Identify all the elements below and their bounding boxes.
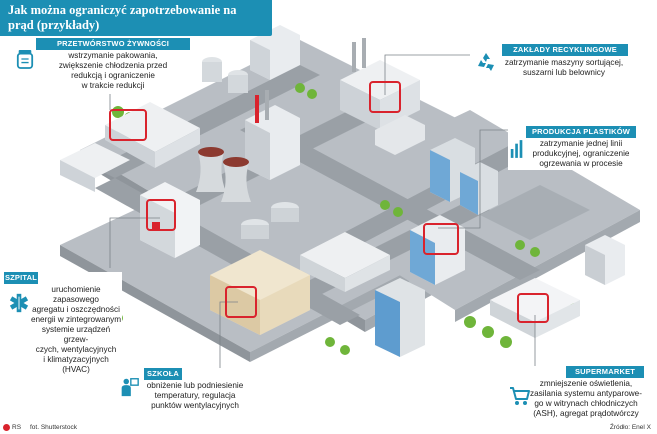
highlight-supermarket xyxy=(517,293,549,323)
highlight-school xyxy=(225,286,257,318)
food-jar-icon xyxy=(16,50,34,69)
highlight-frames xyxy=(109,81,549,323)
callout-text-line: suszarni lub belownicy xyxy=(523,68,605,77)
shopping-cart-icon xyxy=(510,387,530,405)
callout-text-line: zasilania systemu antyparowe- xyxy=(530,389,642,398)
buildings xyxy=(60,25,625,357)
callout-text-line: czych, wentylacyjnych xyxy=(35,345,117,354)
callout-text-line: temperatury, regulacja xyxy=(154,391,236,400)
callout-text-line: w trakcie redukcji xyxy=(81,81,145,90)
callout-text-line: uruchomienie zapasowego xyxy=(51,285,101,304)
callout-hospital: SZPITAL uruchomienie zapasowego agregatu… xyxy=(4,272,122,374)
highlight-recycling-plant xyxy=(369,81,401,113)
callout-text-line: (ASH), agregat prądotwórczy xyxy=(533,409,639,418)
callout-supermarket: SUPERMARKET zmniejszenie oświetlenia, za… xyxy=(506,366,644,418)
callout-text-line: zwiększenie chłodzenia przed xyxy=(58,61,168,70)
publisher-logo: RS xyxy=(3,424,21,431)
callout-text-line: produkcyjnej, ograniczenie xyxy=(532,149,630,158)
callout-text-line: obniżenie lub podniesienie xyxy=(146,381,244,390)
callout-text-line: energii w zintegrowanym xyxy=(30,315,122,324)
callout-text-line: agregatu i oszczędności xyxy=(32,305,120,314)
callout-recycling: ZAKŁADY RECYKLINGOWE zatrzymanie maszyny… xyxy=(470,44,628,80)
callout-text-line: wstrzymanie pakowania, xyxy=(68,51,158,60)
factory-chart-icon xyxy=(510,140,523,158)
callout-heading: PRZETWÓRSTWO ŻYWNOŚCI xyxy=(36,38,190,50)
callout-heading: SZKOŁA xyxy=(144,368,182,380)
callout-text-line: ogrzewania w procesie xyxy=(539,159,623,168)
logo-mark-icon xyxy=(3,424,10,431)
callout-text-line: systemie urządzeń grzew- xyxy=(41,325,111,344)
callout-heading: PRODUKCJA PLASTIKÓW xyxy=(526,126,636,138)
callout-food-processing: PRZETWÓRSTWO ŻYWNOŚCI wstrzymanie pakowa… xyxy=(14,38,190,94)
callout-heading: ZAKŁADY RECYKLINGOWE xyxy=(502,44,628,56)
source-credit: Źródło: Enel X xyxy=(609,424,651,431)
callout-text-line: zatrzymanie maszyny sortującej, xyxy=(504,58,624,67)
teacher-icon xyxy=(121,378,139,397)
logo-text: RS xyxy=(12,424,22,432)
medical-star-icon xyxy=(9,293,29,313)
highlight-plastics-plant xyxy=(423,223,459,255)
recycle-icon xyxy=(478,53,494,71)
callout-text-line: go w witrynach chłodniczych xyxy=(534,399,638,408)
callout-school: SZKOŁA obniżenie lub podniesienie temper… xyxy=(114,368,246,410)
callout-text-line: punktów wentylacyjnych xyxy=(151,401,239,410)
callout-text-line: zatrzymanie jednej linii xyxy=(539,139,623,148)
callout-text-line: zmniejszenie oświetlenia, xyxy=(539,379,633,388)
highlight-food-plant xyxy=(109,109,147,141)
page-title: Jak można ograniczyć zapotrzebowanie na … xyxy=(0,0,272,36)
callout-text-line: redukcją i ograniczenie xyxy=(71,71,155,80)
photo-credit: fot. Shutterstock xyxy=(30,424,77,431)
callout-plastics-production: PRODUKCJA PLASTIKÓW zatrzymanie jednej l… xyxy=(508,126,636,170)
callout-heading: SZPITAL xyxy=(4,272,38,284)
callout-text-line: i klimatyzacyjnych (HVAC) xyxy=(43,355,109,374)
highlight-hospital xyxy=(146,199,176,231)
callout-heading: SUPERMARKET xyxy=(566,366,644,378)
